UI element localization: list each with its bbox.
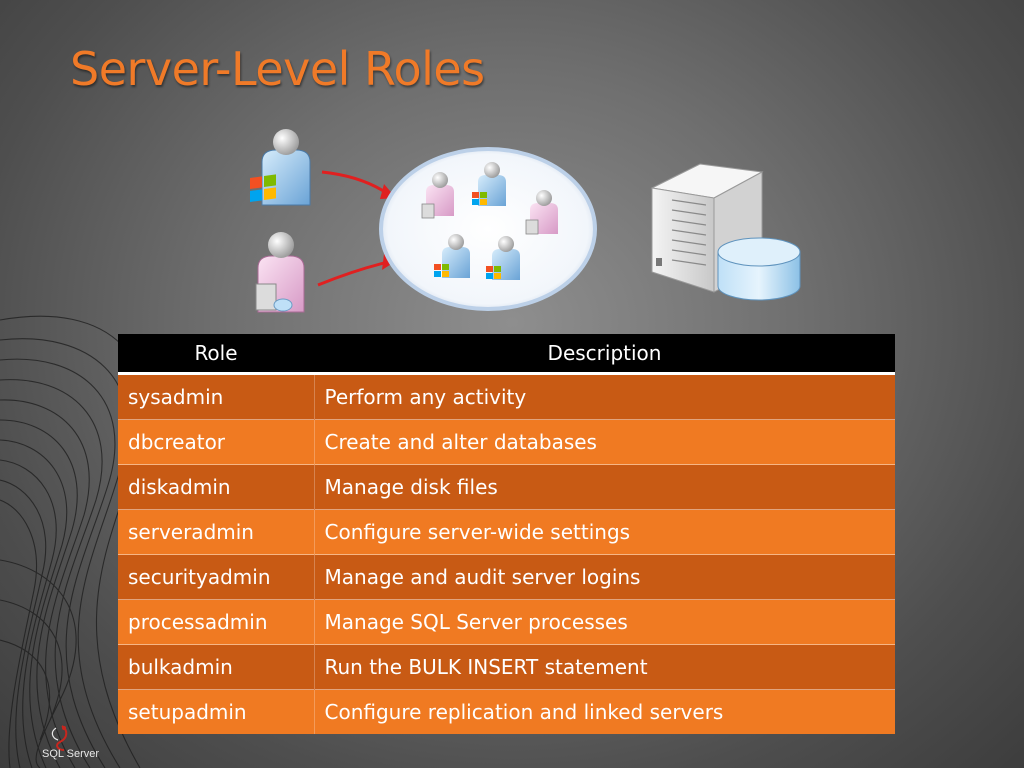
- role-cell: serveradmin: [118, 509, 315, 555]
- database-icon: [717, 237, 801, 301]
- role-cell: sysadmin: [118, 373, 315, 420]
- role-cell: diskadmin: [118, 464, 315, 510]
- description-cell: Perform any activity: [314, 373, 895, 420]
- role-cell: processadmin: [118, 599, 315, 645]
- roles-illustration: [250, 129, 801, 313]
- server-icon: [650, 163, 764, 293]
- column-header-description: Description: [314, 334, 895, 375]
- role-cell: bulkadmin: [118, 644, 315, 690]
- role-cell: setupadmin: [118, 689, 315, 734]
- table-row: securityadmin Manage and audit server lo…: [118, 554, 895, 600]
- table-row: sysadmin Perform any activity: [118, 373, 895, 420]
- logo-text: SQL Server: [42, 748, 100, 760]
- roles-table: Role Description sysadmin Perform any ac…: [118, 334, 895, 734]
- sql-server-logo: SQL Server: [38, 722, 128, 766]
- arrow-icon: [317, 170, 389, 287]
- table-row: diskadmin Manage disk files: [118, 464, 895, 510]
- table-row: bulkadmin Run the BULK INSERT statement: [118, 644, 895, 690]
- server-role-group-icon: [379, 147, 597, 311]
- sql-login-user-icon: [255, 232, 305, 313]
- table-row: processadmin Manage SQL Server processes: [118, 599, 895, 645]
- table-row: setupadmin Configure replication and lin…: [118, 689, 895, 734]
- role-cell: dbcreator: [118, 419, 315, 465]
- table-header-row: Role Description: [118, 334, 895, 375]
- page-title: Server-Level Roles: [70, 42, 485, 96]
- description-cell: Configure replication and linked servers: [314, 689, 895, 734]
- table-row: serveradmin Configure server-wide settin…: [118, 509, 895, 555]
- description-cell: Configure server-wide settings: [314, 509, 895, 555]
- description-cell: Manage disk files: [314, 464, 895, 510]
- description-cell: Manage SQL Server processes: [314, 599, 895, 645]
- column-header-role: Role: [118, 334, 314, 375]
- description-cell: Create and alter databases: [314, 419, 895, 465]
- sql-server-logo-icon: [51, 725, 68, 751]
- windows-user-icon: [250, 129, 311, 206]
- description-cell: Run the BULK INSERT statement: [314, 644, 895, 690]
- table-row: dbcreator Create and alter databases: [118, 419, 895, 465]
- description-cell: Manage and audit server logins: [314, 554, 895, 600]
- role-cell: securityadmin: [118, 554, 315, 600]
